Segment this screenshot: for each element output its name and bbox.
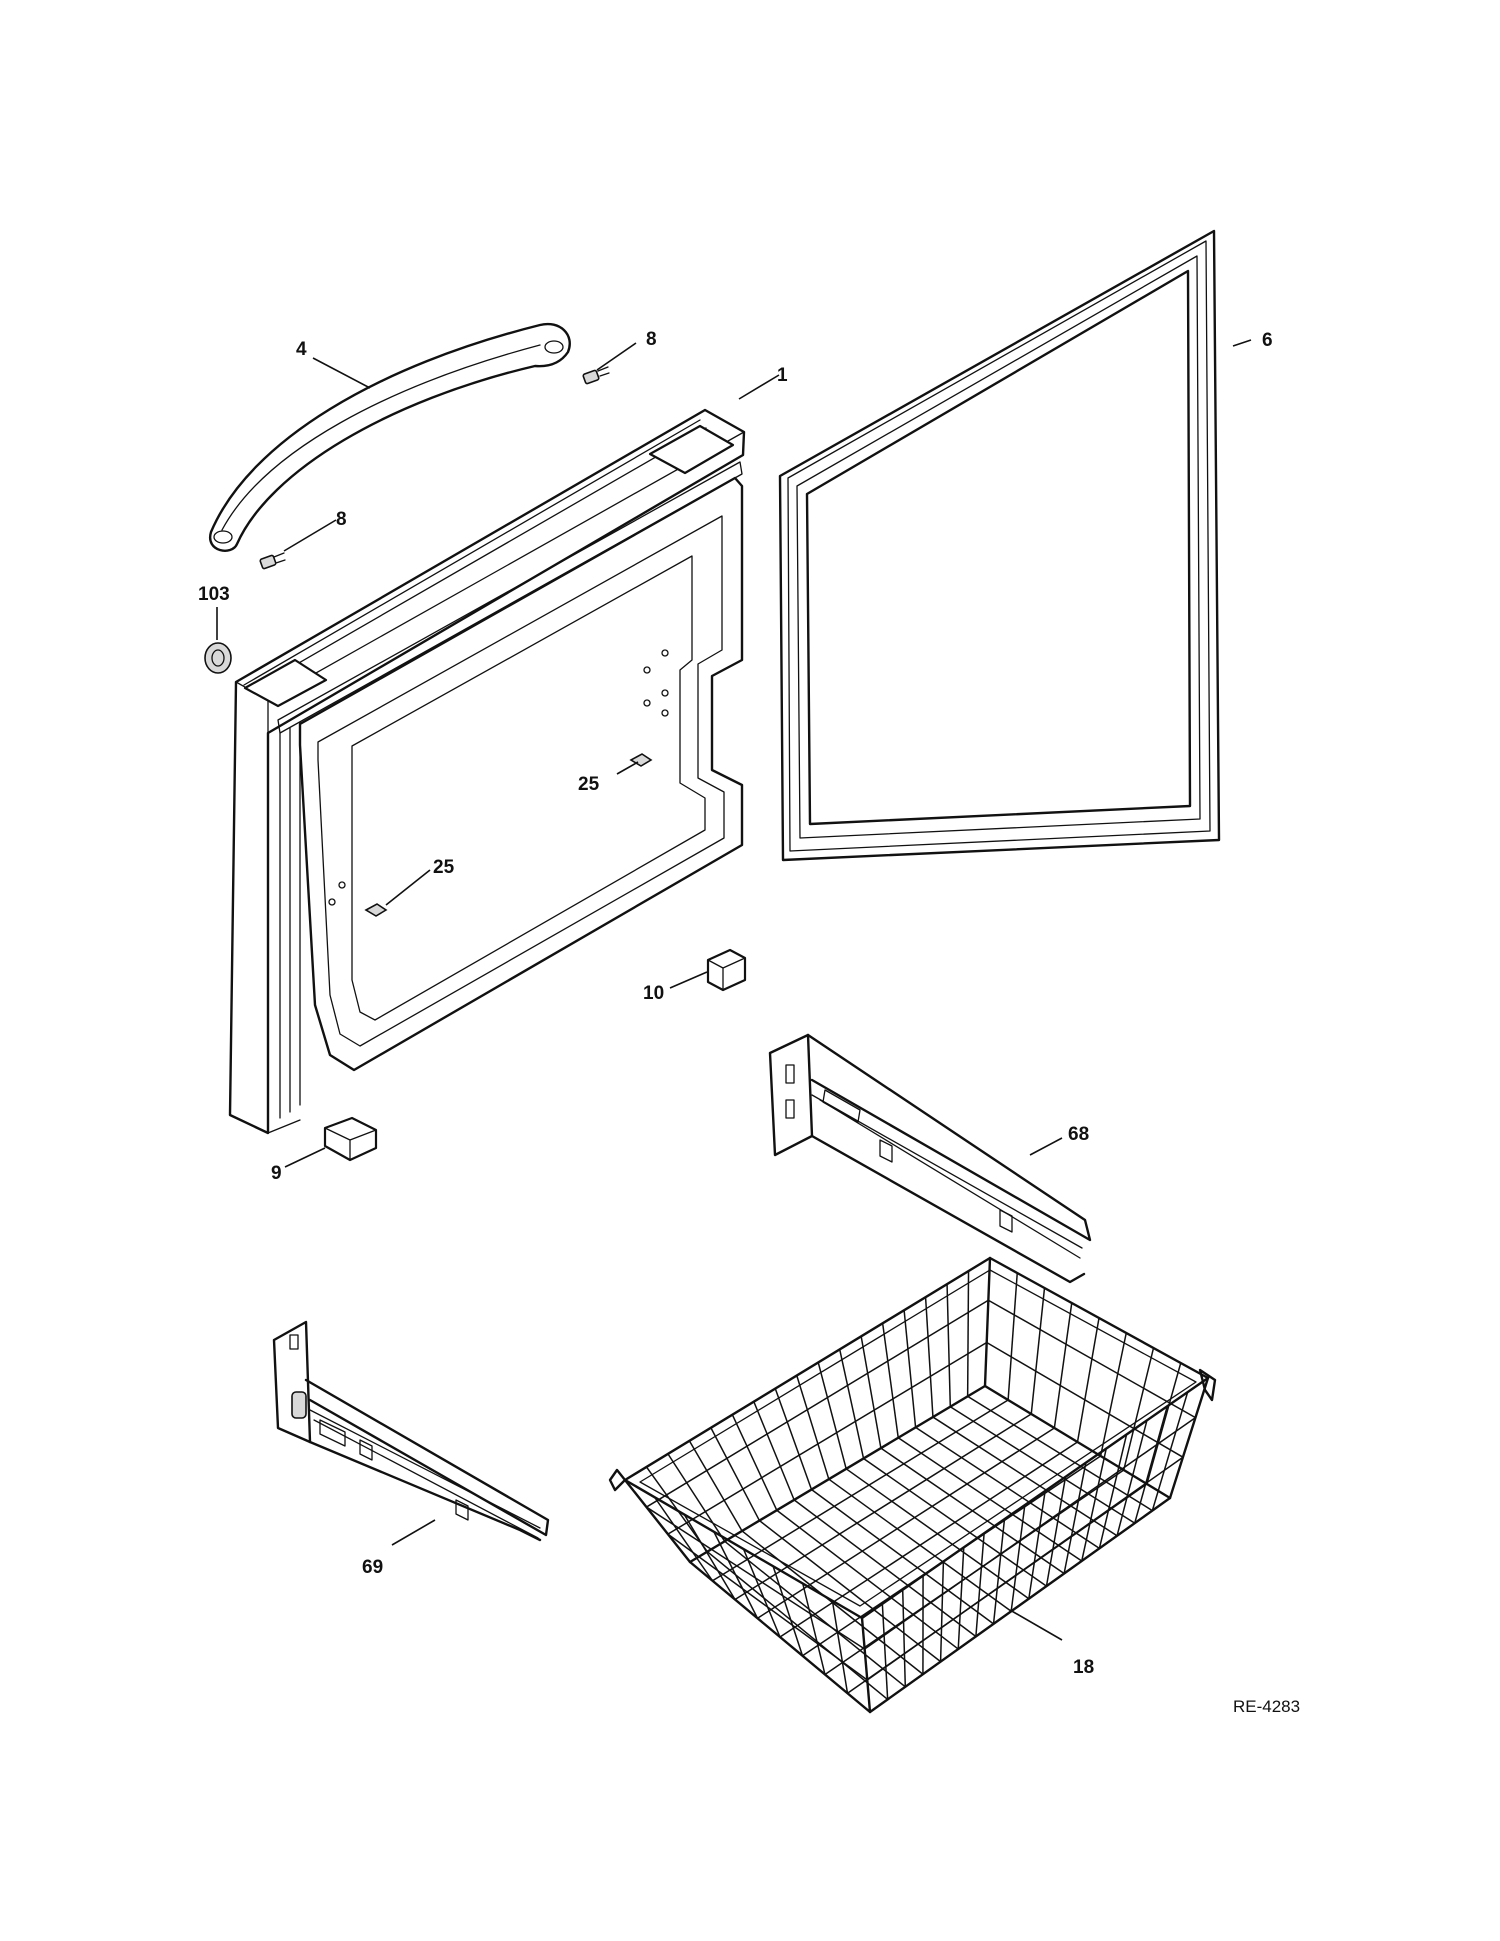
callout-103: 103 xyxy=(198,584,230,605)
door-handle-part xyxy=(208,322,571,552)
callout-4: 4 xyxy=(296,339,307,360)
drawing-id: RE-4283 xyxy=(1233,1697,1300,1716)
callout-69: 69 xyxy=(362,1557,383,1578)
callout-25-lower: 25 xyxy=(433,857,455,878)
freezer-door-part xyxy=(228,408,746,1135)
bumper-block-part-9 xyxy=(323,1116,378,1162)
callout-25-upper: 25 xyxy=(578,774,600,795)
bumper-block-part-10 xyxy=(706,948,747,992)
leader-lines xyxy=(216,339,1252,1641)
callout-10: 10 xyxy=(643,983,664,1004)
callout-6: 6 xyxy=(1262,330,1273,351)
door-gasket-part xyxy=(778,229,1221,862)
drawer-slide-rail-left-part xyxy=(272,1320,550,1542)
screw-part-upper xyxy=(582,366,610,385)
callout-18: 18 xyxy=(1073,1657,1094,1678)
plug-button-part xyxy=(204,642,232,674)
callout-labels: 4 1 8 8 6 103 25 25 10 9 68 69 18 xyxy=(198,329,1273,1678)
callout-1: 1 xyxy=(777,365,788,386)
callout-9: 9 xyxy=(271,1163,282,1184)
callout-68: 68 xyxy=(1068,1124,1089,1145)
wire-basket-part xyxy=(608,1256,1217,1714)
screw-part-lower xyxy=(259,552,286,570)
callout-8-lower: 8 xyxy=(336,509,347,530)
shelf-clip-lower xyxy=(364,903,388,917)
callout-8-upper: 8 xyxy=(646,329,657,350)
drawer-slide-rail-right-part xyxy=(768,1033,1092,1284)
